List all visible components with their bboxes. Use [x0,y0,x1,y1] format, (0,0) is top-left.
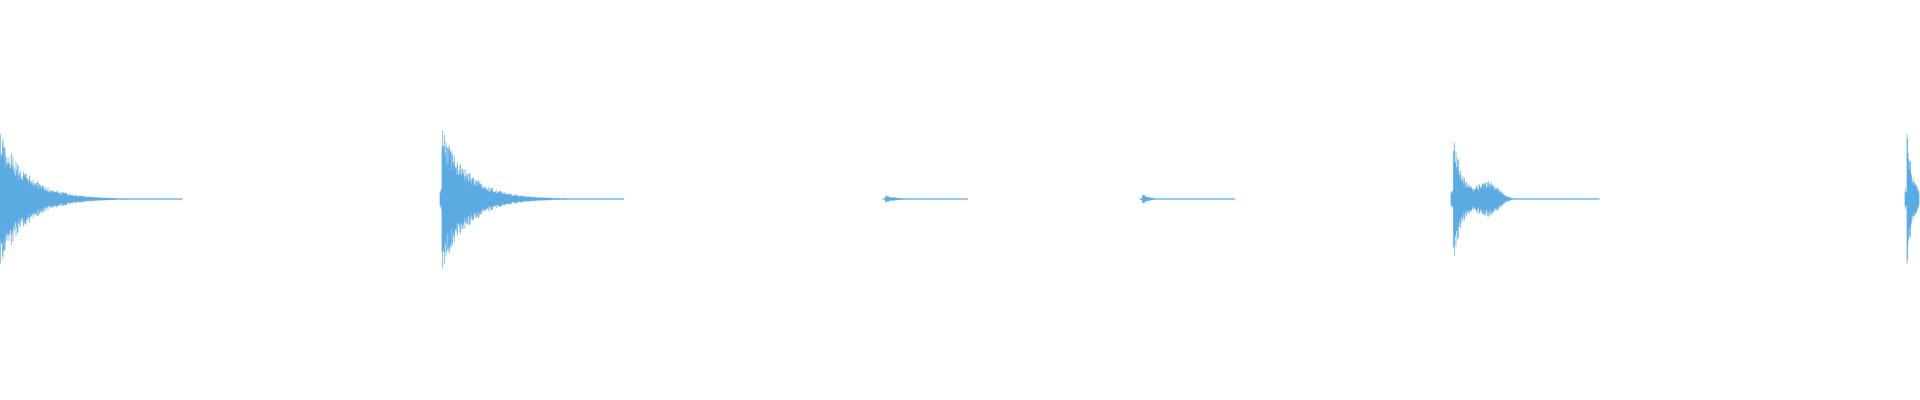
waveform-transient-6 [1904,133,1920,265]
waveform-transient-3 [882,195,968,203]
waveform-transient-5 [1450,142,1600,256]
waveform-transient-2 [439,130,625,268]
waveform-transient-1 [0,134,183,264]
waveform-transient-4 [1139,194,1235,204]
